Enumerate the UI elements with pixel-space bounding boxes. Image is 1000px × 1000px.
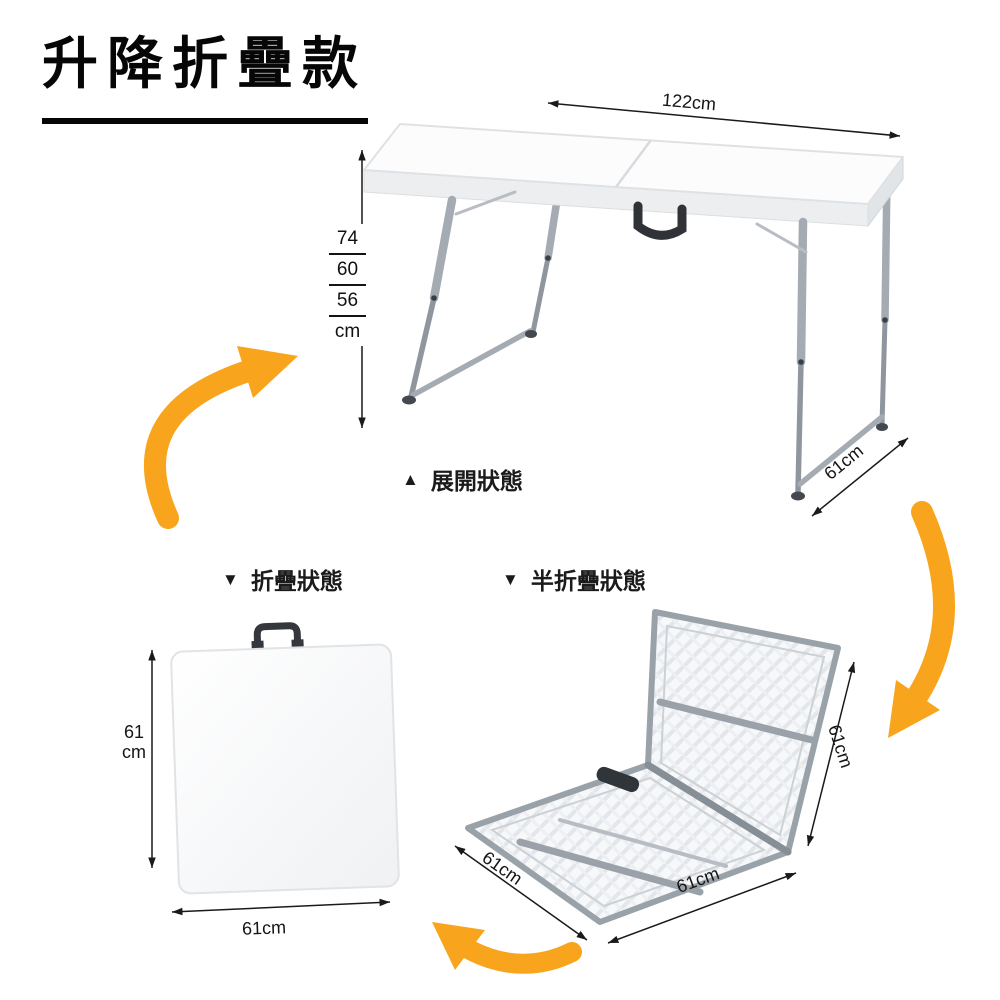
state-label-half-folded: ▼ 半折疊狀態 <box>502 562 646 596</box>
title-underline <box>42 118 368 124</box>
table-top <box>363 123 904 228</box>
table-front-legs <box>408 190 885 495</box>
height-option-60: 60 <box>329 255 366 286</box>
expanded-table-figure <box>358 100 909 517</box>
state-half-folded-text: 半折疊狀態 <box>530 568 646 594</box>
half-folded-dimension-lines <box>454 661 856 944</box>
folded-carry-handle-icon <box>253 622 302 650</box>
page-title: 升降折疊款 <box>42 32 367 95</box>
folded-panel <box>170 643 400 895</box>
hinge-bar <box>644 761 792 856</box>
folded-dimension-lines <box>148 650 391 916</box>
height-adjust-buttons <box>431 255 888 365</box>
cycle-arrow-down-icon <box>907 501 955 706</box>
folded-table-figure <box>170 622 400 895</box>
fold-seam <box>614 139 653 188</box>
folded-height-unit: cm <box>122 742 146 762</box>
height-option-56: 56 <box>329 286 366 317</box>
height-options-label: 74 60 56 cm <box>329 224 366 346</box>
depth-dimension-line <box>811 437 909 517</box>
width-dimension-line <box>547 100 901 139</box>
half-folded-table-figure <box>454 609 856 944</box>
table-feet <box>402 330 888 501</box>
cycle-arrow-up-icon <box>143 361 256 529</box>
carry-handle-icon <box>633 201 687 240</box>
state-label-folded: ▼ 折疊狀態 <box>222 562 343 596</box>
half-folded-handle-icon <box>596 766 640 793</box>
triangle-down-icon: ▼ <box>502 569 519 589</box>
state-expanded-text: 展開狀態 <box>430 468 523 494</box>
cycle-arrows <box>143 346 955 974</box>
folded-height-value: 61 <box>123 722 145 742</box>
triangle-up-icon: ▲ <box>402 469 419 489</box>
folded-leg-bar <box>656 698 816 744</box>
height-option-74: 74 <box>329 224 366 255</box>
folded-height-label: 61 cm <box>112 722 156 762</box>
state-folded-text: 折疊狀態 <box>250 568 343 594</box>
triangle-down-icon: ▼ <box>222 569 239 589</box>
state-label-expanded: ▲ 展開狀態 <box>402 462 523 496</box>
height-unit-label: cm <box>334 321 361 342</box>
folded-width-label: 61cm <box>241 917 287 939</box>
cycle-arrow-left-icon <box>460 940 582 974</box>
